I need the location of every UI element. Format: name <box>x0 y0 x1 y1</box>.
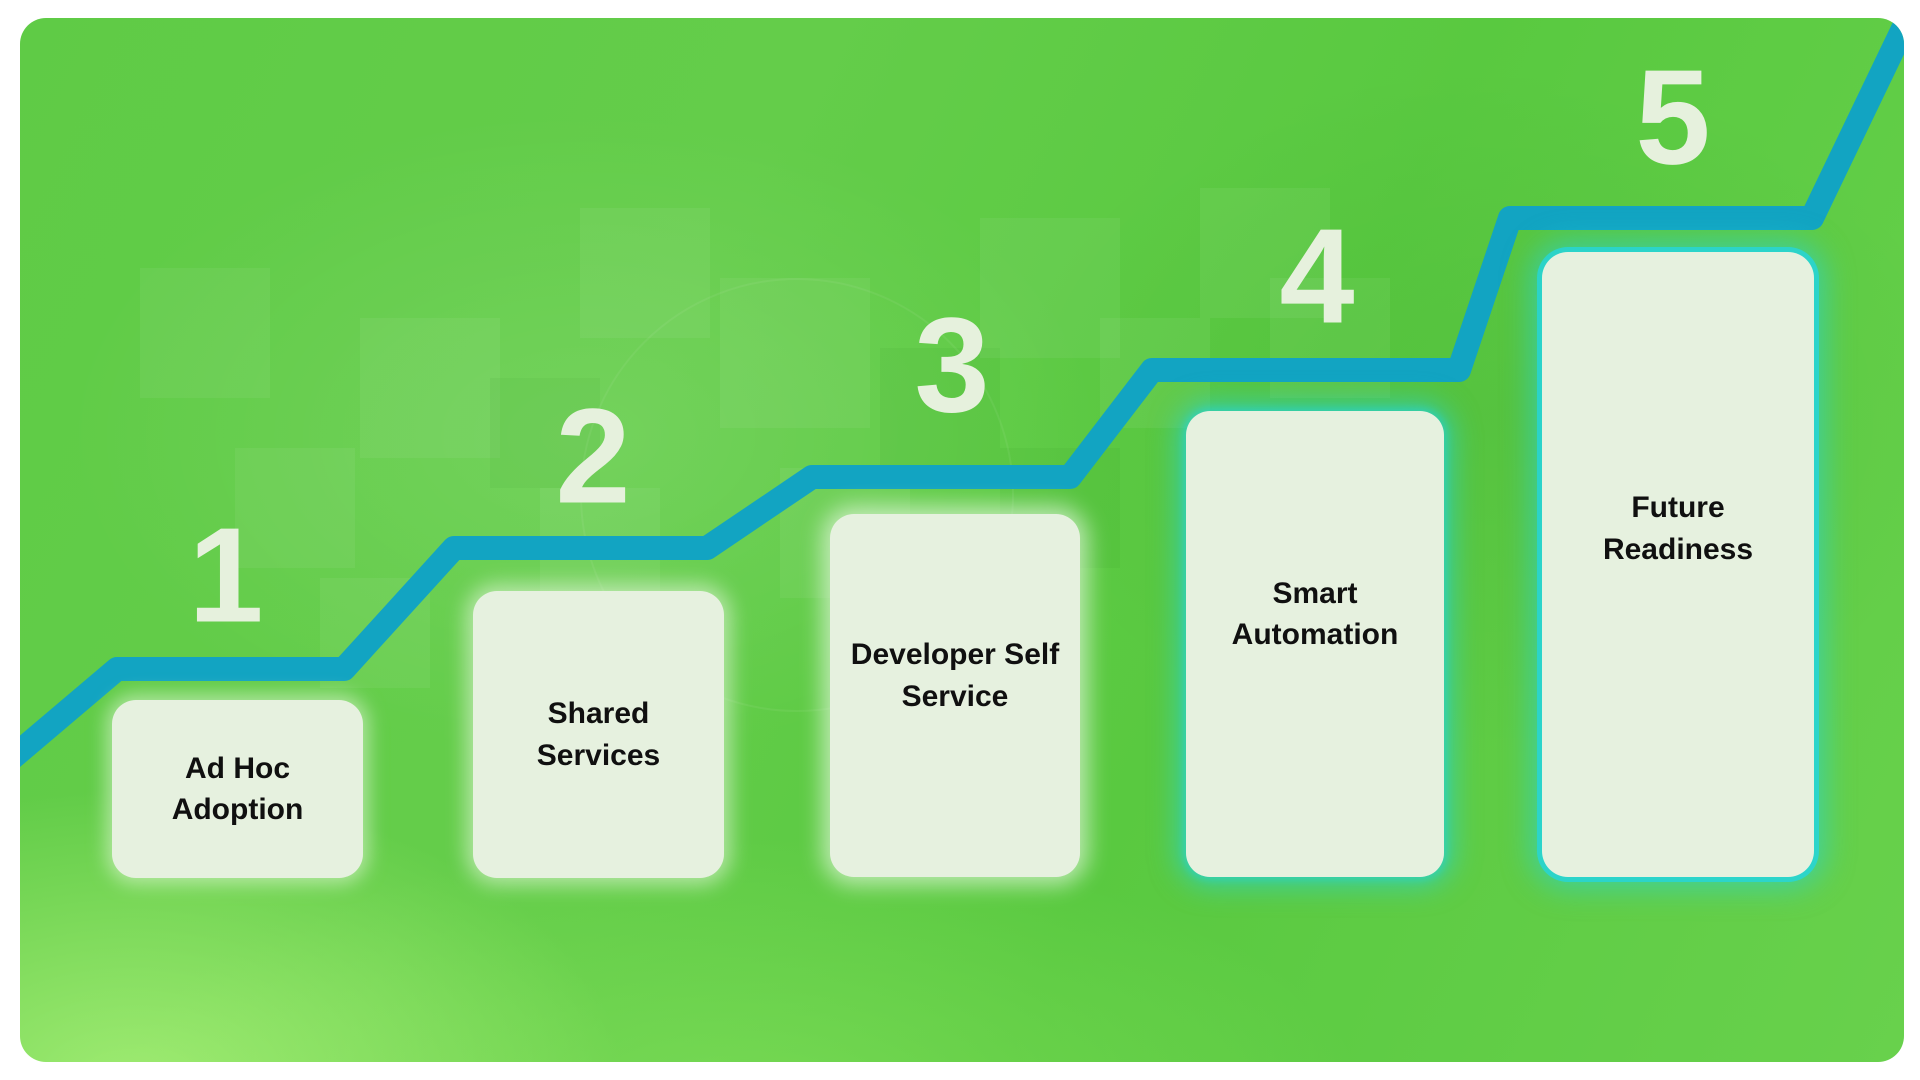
step-label-5: Future Readiness <box>1602 491 1754 566</box>
step-card-2: Shared Services <box>473 591 724 878</box>
step-label-2: Shared Services <box>536 697 661 772</box>
step-number-2: 2 <box>555 380 630 532</box>
step-card-4: Smart Automation <box>1186 411 1444 877</box>
step-label-3: Developer Self Service <box>850 638 1060 713</box>
step-number-4: 4 <box>1279 200 1354 352</box>
staircase-line <box>20 18 1904 768</box>
step-card-5: Future Readiness <box>1542 252 1814 877</box>
step-number-1: 1 <box>188 499 263 651</box>
step-card-1: Ad Hoc Adoption <box>112 700 363 878</box>
step-card-3: Developer Self Service <box>830 514 1080 877</box>
step-number-5: 5 <box>1635 41 1710 193</box>
step-number-3: 3 <box>914 289 989 441</box>
step-label-1: Ad Hoc Adoption <box>171 751 304 826</box>
step-label-4: Smart Automation <box>1231 576 1399 651</box>
maturity-staircase-diagram: 1 Ad Hoc Adoption 2 Shared Services 3 De… <box>20 18 1904 1062</box>
